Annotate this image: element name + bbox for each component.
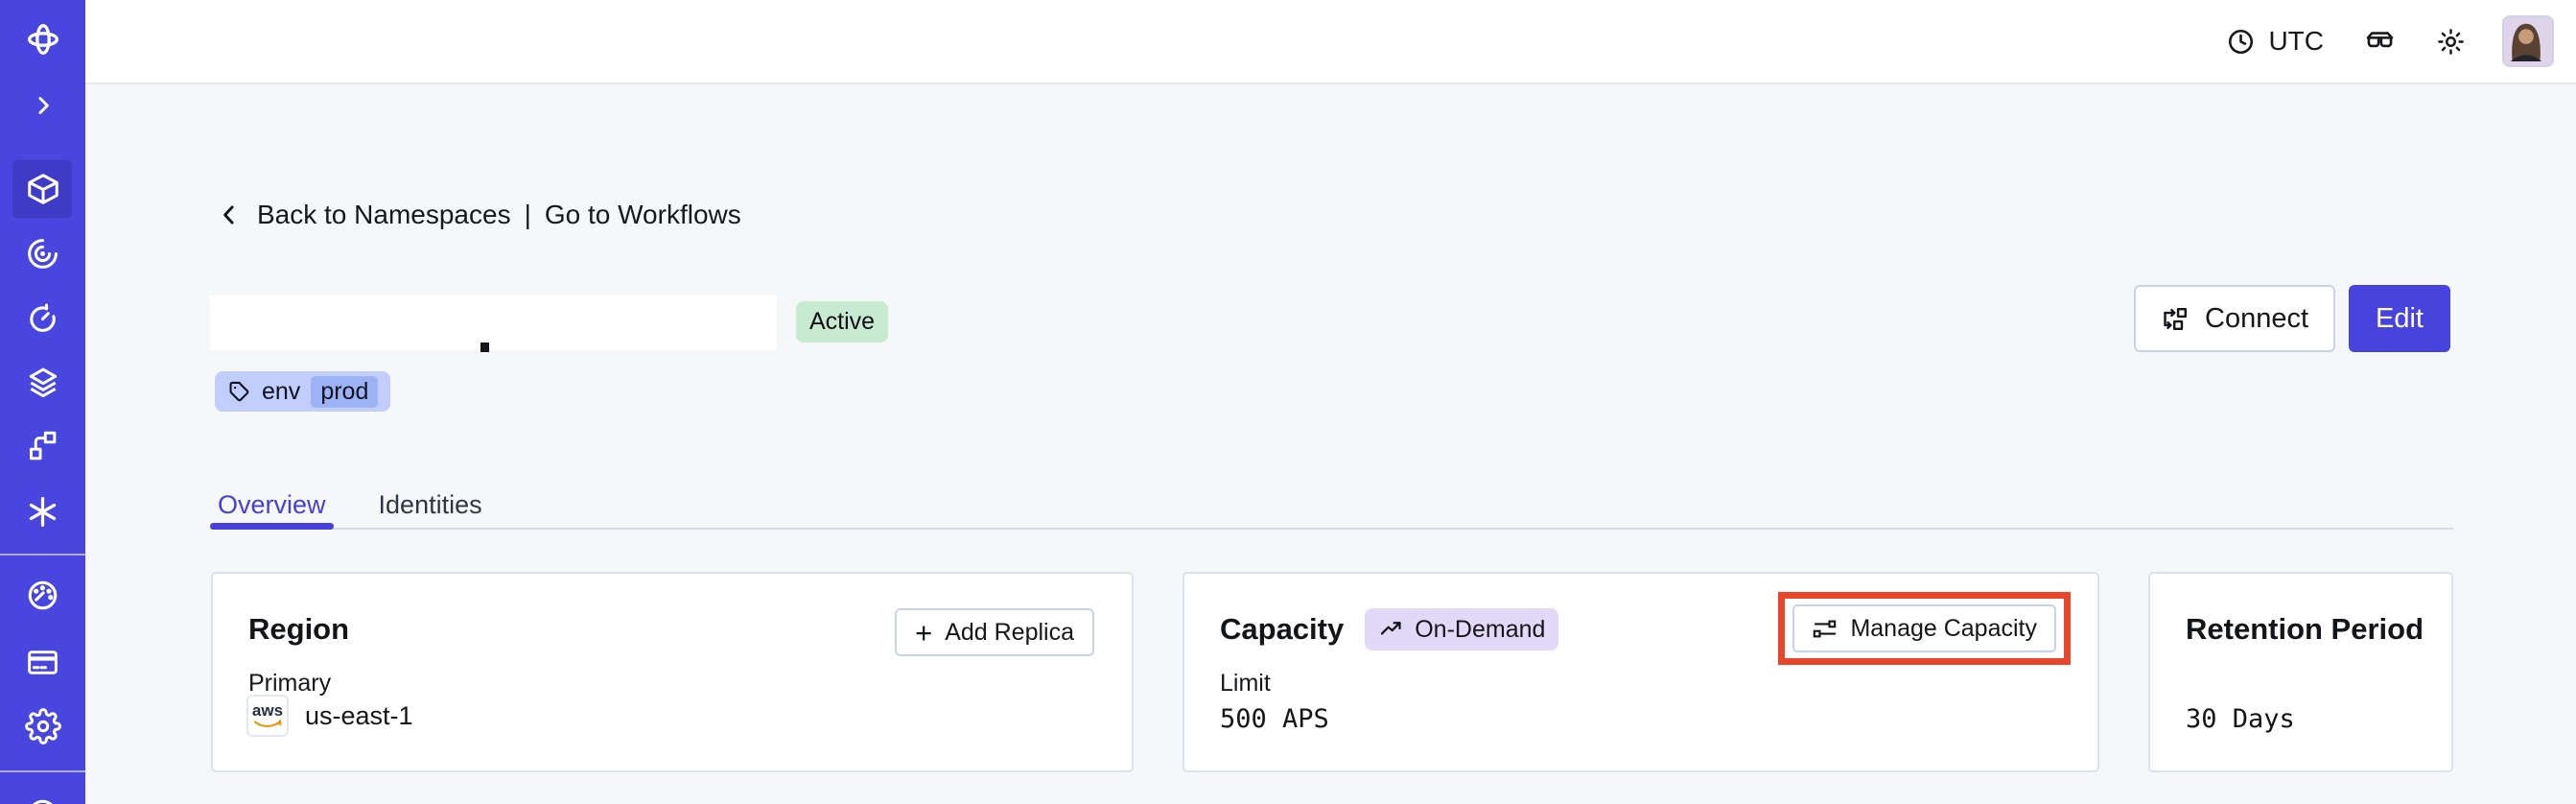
namespace-name-redacted bbox=[210, 296, 777, 350]
header-actions: Connect Edit bbox=[2134, 285, 2450, 352]
timezone-label: UTC bbox=[2268, 26, 2324, 56]
edit-label: Edit bbox=[2376, 302, 2424, 334]
timer-icon bbox=[30, 302, 56, 332]
sidebar-item-usage[interactable] bbox=[0, 568, 85, 622]
sidebar-item-home[interactable] bbox=[0, 12, 85, 66]
credit-card-icon bbox=[28, 650, 58, 674]
tab-overview[interactable]: Overview bbox=[210, 483, 334, 530]
sidebar-item-billing[interactable] bbox=[0, 635, 85, 689]
cube-icon bbox=[27, 174, 59, 204]
clock-icon bbox=[2229, 29, 2254, 54]
sidebar-item-schedules[interactable] bbox=[0, 292, 85, 345]
tag-icon bbox=[229, 381, 249, 401]
chevron-right-icon bbox=[37, 97, 49, 114]
retention-card-title: Retention Period bbox=[2186, 612, 2424, 646]
topbar: UTC bbox=[0, 0, 2576, 84]
overview-cards: Region + Add Replica Primary aws us-east… bbox=[211, 572, 2453, 772]
sidebar-collapse-button[interactable] bbox=[0, 79, 85, 132]
manage-capacity-button[interactable]: Manage Capacity bbox=[1792, 604, 2056, 652]
on-demand-label: On-Demand bbox=[1415, 615, 1546, 643]
layers-icon bbox=[29, 367, 57, 398]
aws-logo-text: aws bbox=[251, 701, 284, 720]
sidebar-item-deployments[interactable] bbox=[0, 356, 85, 410]
tab-identities[interactable]: Identities bbox=[378, 490, 482, 519]
retention-card: Retention Period 30 Days bbox=[2148, 572, 2453, 772]
sidebar-item-settings[interactable] bbox=[0, 699, 85, 753]
connect-label: Connect bbox=[2205, 302, 2309, 334]
namespace-name-artifact bbox=[480, 343, 489, 352]
region-value: us-east-1 bbox=[305, 700, 413, 730]
chevron-left-icon[interactable] bbox=[215, 201, 244, 229]
primary-label: Primary bbox=[248, 670, 332, 697]
aws-provider-badge: aws bbox=[246, 695, 289, 737]
limit-label: Limit bbox=[1220, 670, 1271, 697]
sidebar-item-nexus[interactable] bbox=[0, 226, 85, 280]
gear-icon bbox=[24, 708, 61, 745]
sidebar-divider-bottom bbox=[0, 770, 85, 772]
aws-smile-icon bbox=[254, 720, 282, 727]
connect-flow-icon bbox=[2164, 307, 2188, 330]
red-annotation-box: Manage Capacity bbox=[1778, 592, 2071, 665]
sidebar-item-labs[interactable] bbox=[0, 485, 85, 538]
capacity-title-row: Capacity On-Demand bbox=[1220, 608, 1559, 650]
connect-button[interactable]: Connect bbox=[2134, 285, 2336, 352]
gauge-icon bbox=[28, 580, 58, 609]
sidebar-divider bbox=[0, 554, 85, 556]
circle-icon bbox=[32, 799, 54, 804]
region-value-row: aws us-east-1 bbox=[246, 695, 413, 737]
avatar-image bbox=[2504, 17, 2548, 61]
breadcrumb: Back to Namespaces | Go to Workflows bbox=[215, 195, 741, 235]
namespace-tag[interactable]: env prod bbox=[215, 371, 391, 412]
sliders-icon bbox=[1814, 620, 1837, 637]
sidebar-item-help[interactable] bbox=[0, 787, 85, 804]
go-to-workflows-link[interactable]: Go to Workflows bbox=[544, 200, 741, 229]
topbar-actions: UTC bbox=[2226, 0, 2554, 83]
sidebar-item-namespaces[interactable] bbox=[0, 160, 85, 218]
glasses-icon bbox=[2366, 31, 2394, 47]
breadcrumb-separator: | bbox=[524, 200, 531, 229]
limit-value: 500 APS bbox=[1220, 704, 1329, 734]
timezone-selector[interactable]: UTC bbox=[2226, 26, 2324, 57]
user-avatar[interactable] bbox=[2502, 15, 2554, 67]
region-card-title: Region bbox=[248, 612, 350, 646]
tag-value-chip: prod bbox=[311, 375, 379, 408]
back-to-namespaces-link[interactable]: Back to Namespaces bbox=[257, 200, 511, 229]
retention-value: 30 Days bbox=[2186, 704, 2295, 734]
temporal-logo-icon bbox=[27, 23, 59, 56]
sidebar-item-workflows[interactable] bbox=[0, 418, 85, 472]
asterisk-icon bbox=[29, 496, 57, 527]
sidebar bbox=[0, 0, 85, 804]
spiral-icon bbox=[28, 238, 58, 269]
branch-icon bbox=[30, 431, 57, 460]
tab-bar: Overview Identities bbox=[210, 483, 2453, 530]
labs-glasses-button[interactable] bbox=[2364, 26, 2396, 58]
theme-toggle-button[interactable] bbox=[2436, 27, 2466, 57]
sun-icon bbox=[2438, 28, 2464, 55]
capacity-card: Capacity On-Demand bbox=[1183, 572, 2099, 772]
plus-icon: + bbox=[915, 615, 933, 650]
manage-capacity-label: Manage Capacity bbox=[1850, 614, 2037, 642]
trending-up-icon bbox=[1381, 621, 1401, 635]
on-demand-badge: On-Demand bbox=[1365, 608, 1559, 650]
add-replica-button[interactable]: + Add Replica bbox=[895, 608, 1094, 656]
status-badge: Active bbox=[796, 301, 889, 343]
tag-key: env bbox=[262, 377, 301, 405]
add-replica-label: Add Replica bbox=[945, 618, 1074, 646]
edit-button[interactable]: Edit bbox=[2349, 285, 2450, 352]
capacity-card-title: Capacity bbox=[1220, 612, 1345, 646]
region-card: Region + Add Replica Primary aws us-east… bbox=[211, 572, 1134, 772]
